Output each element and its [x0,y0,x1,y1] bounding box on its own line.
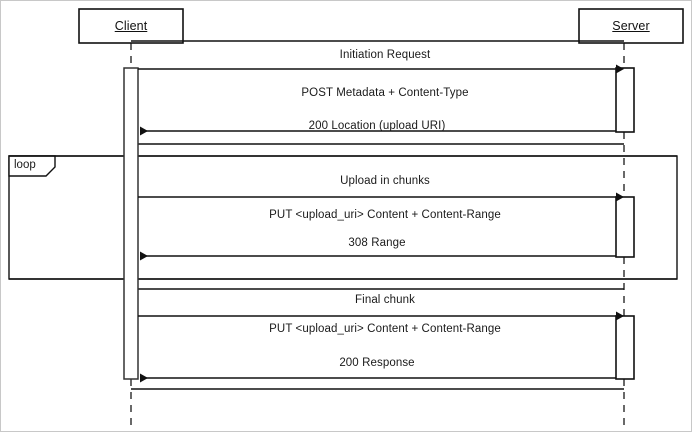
note-upload-in-chunks: Upload in chunks [340,175,430,187]
message-label-msg-3: PUT <upload_uri> Content + Content-Range [269,209,501,221]
note-initiation-request: Initiation Request [339,49,431,61]
activation-bar-server-1 [615,67,635,133]
activation-bar-server-3 [615,315,635,380]
fragment-band-stubs [9,155,677,280]
loop-fragment-label: loop [14,159,36,171]
participant-box-client [78,8,184,44]
activation-bar-client [123,67,139,380]
participant-label-server[interactable]: Server [612,19,650,33]
participant-box-server [578,8,684,44]
note-final-chunk: Final chunk [355,294,415,306]
section-separators [131,40,624,390]
message-label-msg-5: PUT <upload_uri> Content + Content-Range [269,323,501,335]
message-label-msg-6: 200 Response [339,357,415,369]
participant-label-client[interactable]: Client [114,19,148,33]
message-label-msg-2: 200 Location (upload URI) [308,120,446,132]
activation-bar-server-2 [615,196,635,258]
message-label-msg-4: 308 Range [348,237,406,249]
message-label-msg-1: POST Metadata + Content-Type [301,87,469,99]
